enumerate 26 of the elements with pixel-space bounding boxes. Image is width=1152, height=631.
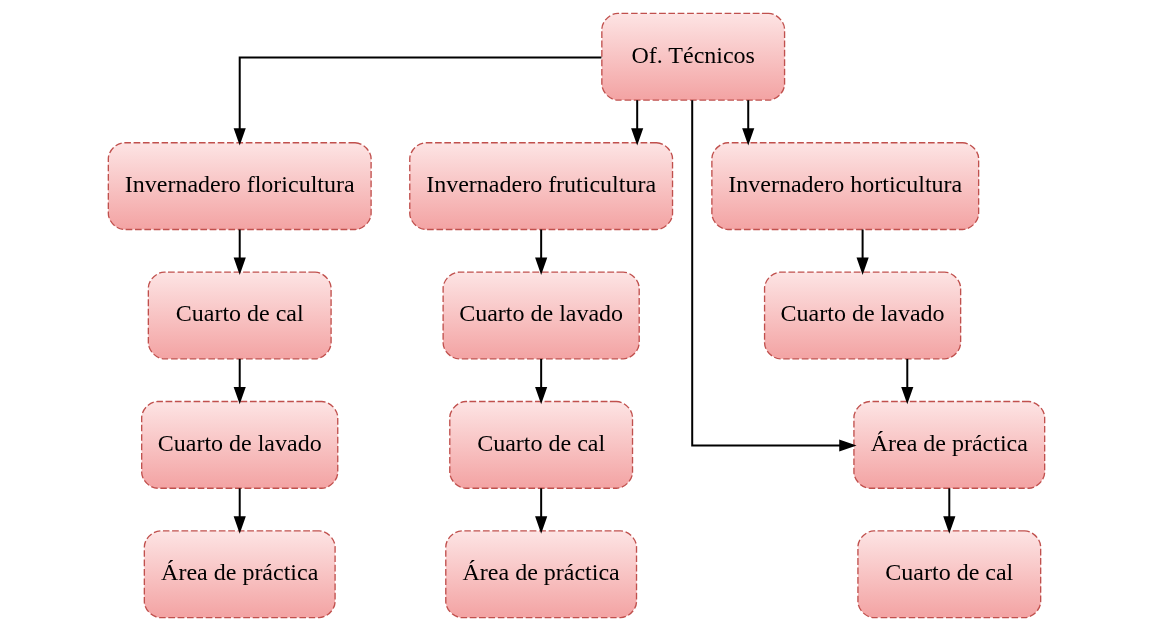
- node-box: Área de práctica: [444, 530, 637, 619]
- arrow: [690, 99, 857, 452]
- node-box: Invernadero horticultura: [710, 142, 979, 231]
- node-box: Área de práctica: [143, 530, 336, 619]
- node-box: Invernadero floricultura: [107, 142, 372, 231]
- node-box: Área de práctica: [852, 400, 1045, 489]
- arrow: [233, 56, 602, 146]
- node-box: Cuarto de lavado: [763, 271, 961, 360]
- arrow: [741, 99, 754, 146]
- node-box: Cuarto de lavado: [441, 271, 640, 360]
- arrow: [233, 357, 246, 405]
- node-box: Invernadero fruticultura: [408, 142, 673, 231]
- node-box: Cuarto de cal: [856, 530, 1041, 619]
- arrow: [856, 228, 869, 275]
- arrow: [233, 487, 246, 534]
- node-box: Of. Técnicos: [600, 12, 785, 101]
- arrow: [942, 487, 955, 534]
- node-box: Cuarto de cal: [448, 400, 633, 489]
- arrow: [900, 357, 913, 405]
- arrow: [534, 487, 547, 534]
- node-box: Cuarto de lavado: [140, 400, 338, 489]
- node-box: Cuarto de cal: [147, 271, 332, 360]
- arrow: [534, 357, 547, 405]
- arrow: [534, 228, 547, 275]
- arrow: [233, 228, 246, 275]
- arrow: [630, 99, 643, 146]
